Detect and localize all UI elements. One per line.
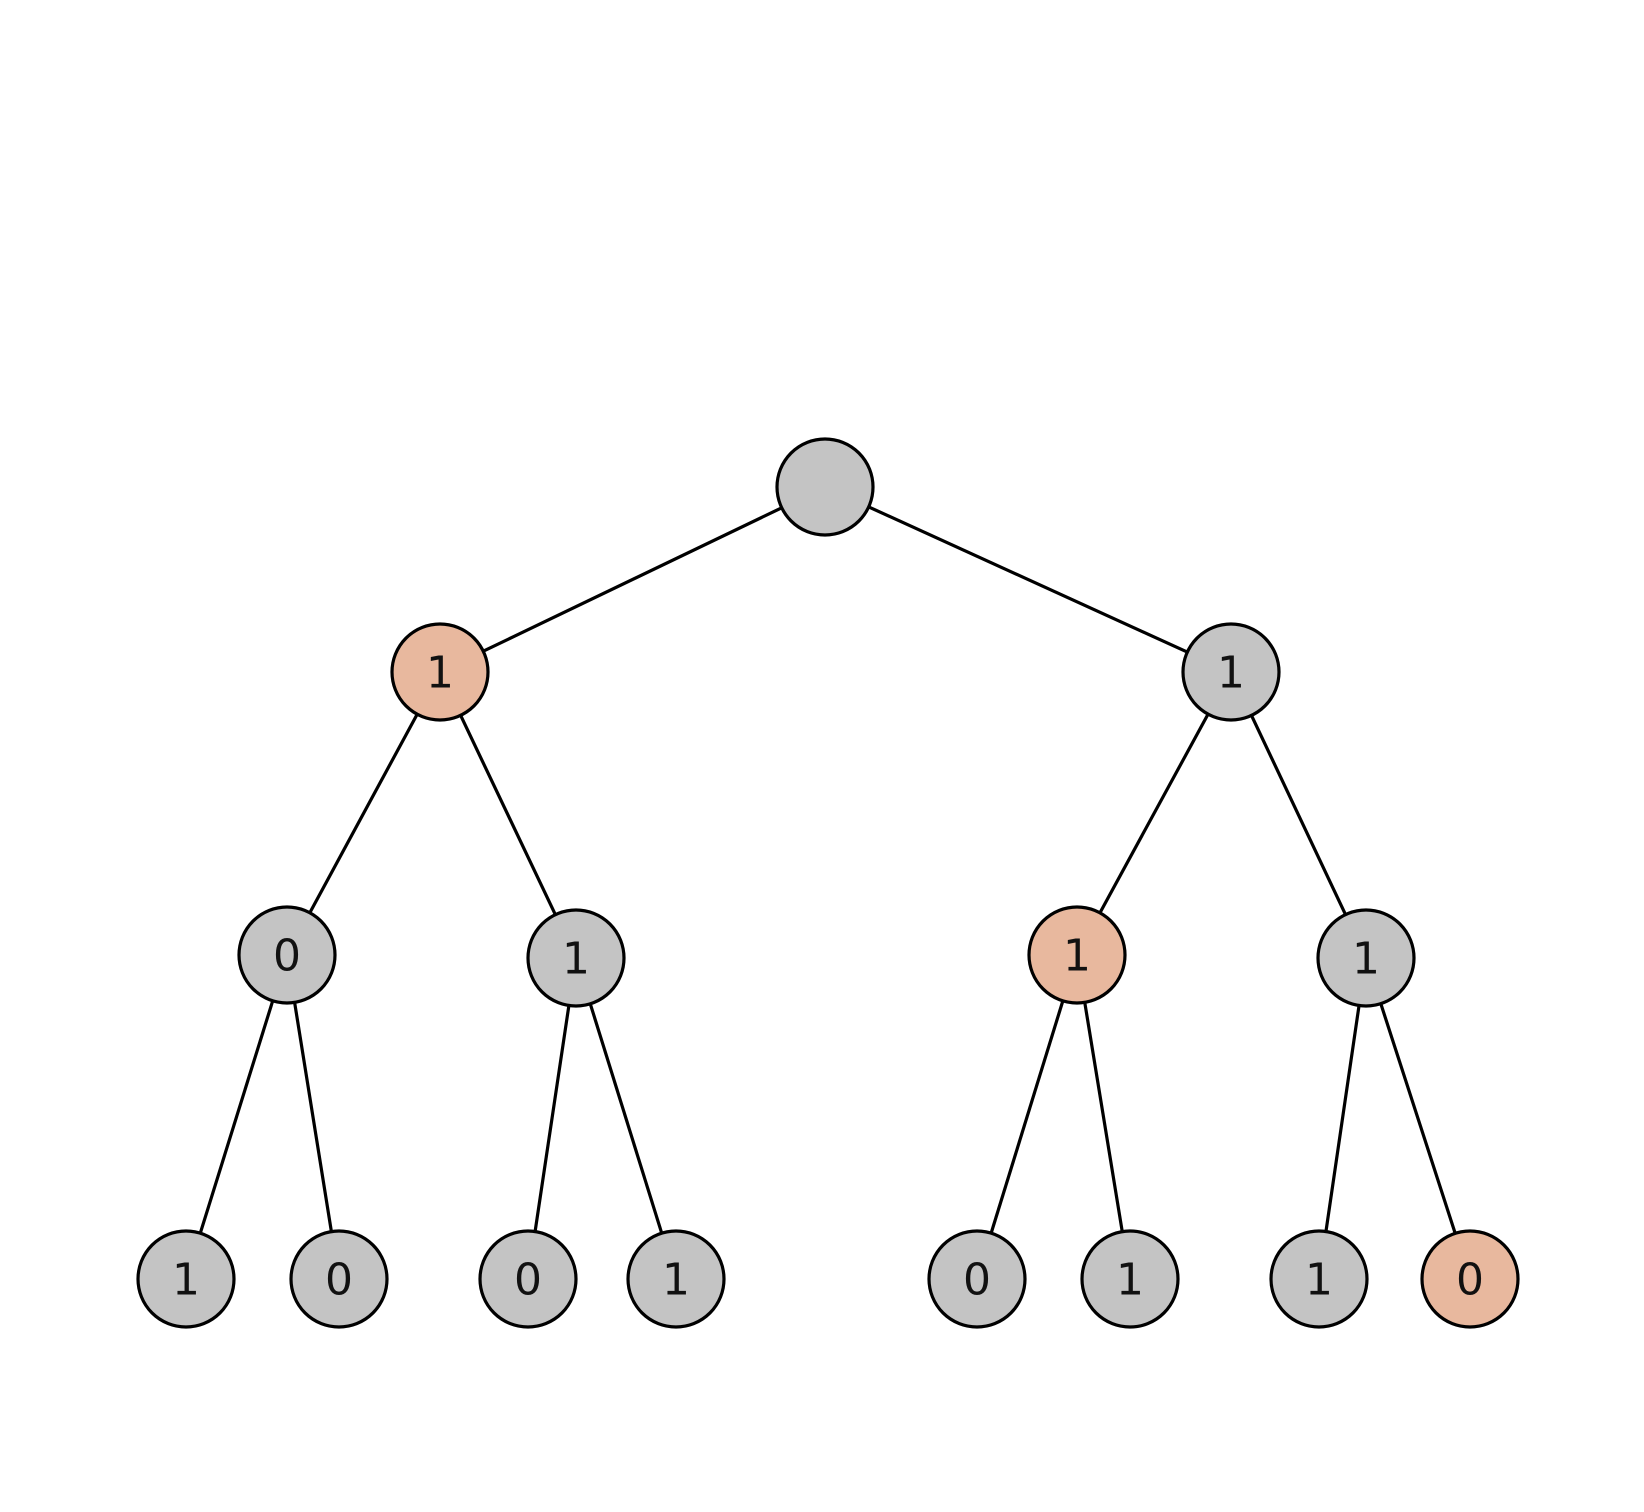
tree-edge-rr-rrl (1324, 1005, 1361, 1232)
tree-edge-root-l (482, 506, 783, 653)
tree-node-label: 1 (1063, 931, 1091, 982)
tree-node-rr: 1 (1316, 908, 1416, 1008)
tree-node-circle (289, 1229, 389, 1329)
tree-node-label: 0 (1456, 1255, 1484, 1306)
tree-node-circle (1181, 622, 1281, 722)
tree-node-lll: 1 (136, 1229, 236, 1329)
tree-node-circle (237, 905, 337, 1005)
tree-edge-rl-rll (989, 1000, 1065, 1234)
tree-edge-lr-lrl (533, 1005, 571, 1232)
tree-node-label: 0 (325, 1255, 353, 1306)
tree-node-circle (1080, 1229, 1180, 1329)
tree-edge-ll-lll (198, 1000, 275, 1234)
tree-edge-r-rr (1250, 714, 1347, 916)
tree-node-label: 1 (426, 648, 454, 699)
tree-edges (198, 505, 1457, 1234)
tree-node-circle (526, 908, 626, 1008)
tree-node-circle (1027, 905, 1127, 1005)
tree-node-circle (1316, 908, 1416, 1008)
tree-node-label: 1 (1305, 1255, 1333, 1306)
tree-edge-l-lr (459, 714, 557, 916)
tree-node-label: 1 (662, 1255, 690, 1306)
tree-edge-lr-lrr (588, 1003, 664, 1234)
tree-node-label: 1 (562, 934, 590, 985)
tree-node-circle (136, 1229, 236, 1329)
tree-edge-l-ll (308, 713, 419, 914)
tree-node-circle (1269, 1229, 1369, 1329)
tree-edge-root-r (868, 505, 1188, 654)
tree-edge-r-rl (1098, 713, 1210, 914)
tree-node-label: 1 (172, 1255, 200, 1306)
tree-node-lrl: 0 (478, 1229, 578, 1329)
tree-node-rrr: 0 (1420, 1229, 1520, 1329)
tree-node-label: 0 (273, 931, 301, 982)
tree-node-l: 1 (390, 622, 490, 722)
tree-node-lr: 1 (526, 908, 626, 1008)
tree-node-llr: 0 (289, 1229, 389, 1329)
tree-node-label: 1 (1352, 934, 1380, 985)
tree-node-circle (775, 437, 875, 537)
tree-node-label: 0 (514, 1255, 542, 1306)
tree-node-rl: 1 (1027, 905, 1127, 1005)
tree-node-lrr: 1 (626, 1229, 726, 1329)
tree-node-label: 0 (963, 1255, 991, 1306)
tree-node-label: 1 (1217, 648, 1245, 699)
tree-edge-rl-rlr (1083, 1002, 1124, 1232)
tree-node-circle (927, 1229, 1027, 1329)
tree-node-rlr: 1 (1080, 1229, 1180, 1329)
tree-node-circle (626, 1229, 726, 1329)
tree-node-circle (478, 1229, 578, 1329)
tree-node-r: 1 (1181, 622, 1281, 722)
tree-nodes: 1 1 0 1 1 1 1 0 0 1 0 1 1 0 (136, 437, 1520, 1329)
tree-node-circle (1420, 1229, 1520, 1329)
tree-node-rll: 0 (927, 1229, 1027, 1329)
tree-node-circle (390, 622, 490, 722)
tree-node-label: 1 (1116, 1255, 1144, 1306)
tree-edge-rr-rrr (1379, 1003, 1457, 1234)
tree-node-rrl: 1 (1269, 1229, 1369, 1329)
tree-edge-ll-llr (293, 1002, 333, 1232)
tree-node-root (775, 437, 875, 537)
tree-node-ll: 0 (237, 905, 337, 1005)
